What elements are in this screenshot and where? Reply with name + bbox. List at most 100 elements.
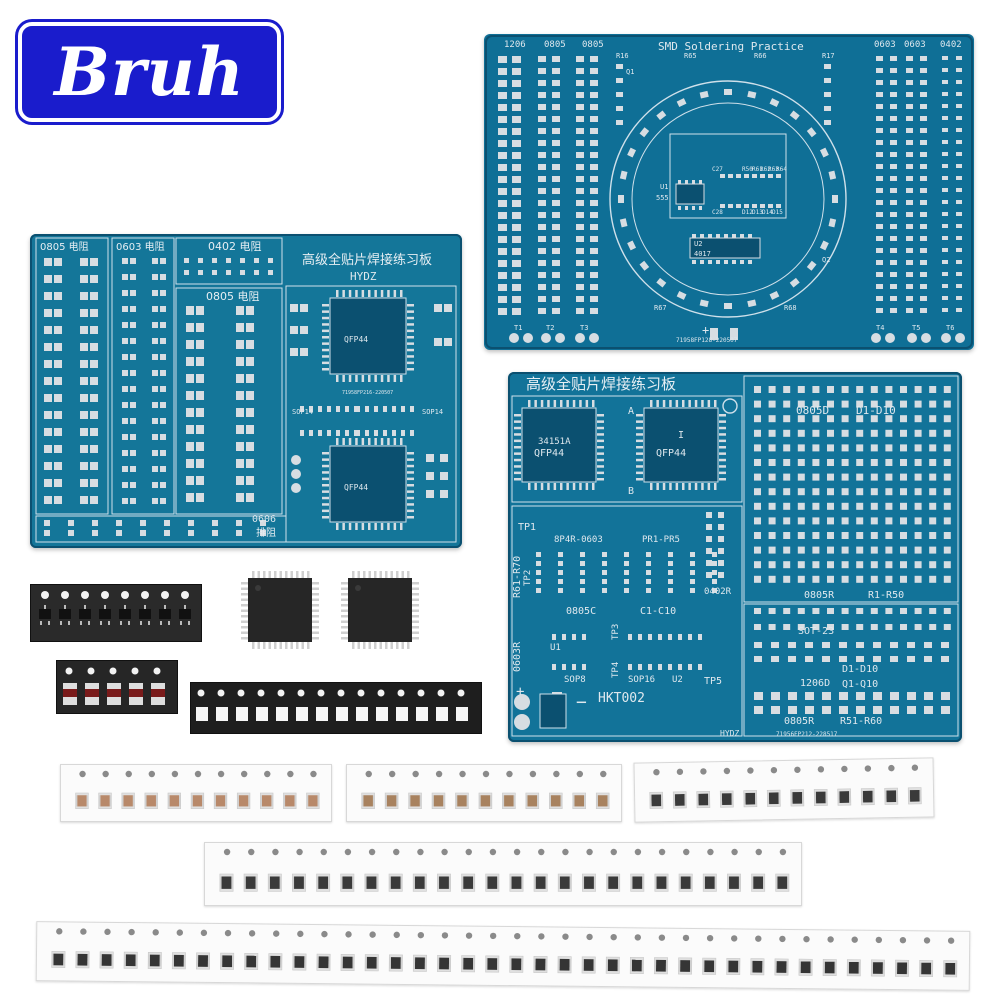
center-label: R61 [752, 166, 763, 173]
capacitor-tape-strip [346, 764, 622, 822]
brand-mark: HYDZ [720, 729, 739, 738]
edge-label: T6 [946, 324, 954, 332]
region-label: D1-D10 [856, 404, 896, 417]
region-label: C1-C10 [640, 606, 676, 617]
region-label: Q1-Q10 [842, 679, 878, 690]
size-label: 0805 [544, 40, 566, 50]
region-label: R1-R50 [868, 590, 904, 601]
size-label: 1206 [504, 40, 526, 50]
plus-sign: + [702, 323, 709, 337]
diode-tape-strip [56, 660, 178, 714]
edge-label: T1 [514, 324, 522, 332]
center-label: U2 [694, 240, 702, 248]
pcb-left-practice-board: 高级全贴片焊接练习板 HYDZ 0805 电阻 0603 电阻 0402 电阻 … [30, 234, 462, 548]
minus-sign: − [576, 692, 587, 713]
center-label: 4017 [694, 250, 711, 258]
center-label: U1 [660, 183, 668, 191]
region-label: 8P4R-0603 [554, 535, 603, 545]
chip-label: QFP44 [344, 335, 368, 344]
region-label: 1206D [800, 678, 830, 689]
region-label: 0805C [566, 606, 596, 617]
capacitor-tape-strip [60, 764, 332, 822]
pcb-smd-soldering-practice: 1206 0805 0805 0603 0603 0402 SMD Solder… [484, 34, 974, 350]
center-label: C27 [712, 166, 723, 173]
region-label: TP4 [611, 662, 621, 678]
resistor-tape-strip [204, 842, 802, 906]
center-label: R62 [760, 166, 771, 173]
chip-label: QFP44 [534, 448, 564, 459]
qfp44-chip [338, 568, 422, 652]
size-label: 0402 [940, 40, 962, 50]
center-label: 555 [656, 194, 669, 202]
region-label: U2 [672, 675, 683, 685]
qfp44-chip [238, 568, 322, 652]
edge-label: T5 [912, 324, 920, 332]
brand-label: Bruh [54, 33, 245, 111]
board-code: HKT002 [598, 691, 645, 706]
center-label: Q1 [626, 68, 634, 76]
region-label: SOT-23 [798, 626, 834, 637]
edge-label: R17 [822, 52, 835, 60]
region-label: 0402R [704, 587, 732, 597]
chip-label: QFP44 [344, 483, 368, 492]
sop-label: SOP14 [292, 408, 313, 416]
size-label: 0603 [904, 40, 926, 50]
brand-badge: Bruh [18, 22, 281, 122]
chip-label: QFP44 [656, 448, 686, 459]
region-label: PR1-PR5 [642, 535, 680, 545]
region-label: 0603R [512, 641, 523, 672]
plus-sign: + [516, 684, 524, 700]
region-label: SOP8 [564, 675, 586, 685]
part-number: 71958FP128-220507 [676, 337, 738, 344]
edge-label: T2 [546, 324, 554, 332]
region-label: SOP16 [628, 675, 655, 685]
section-label: 0603 电阻 [116, 240, 165, 253]
edge-label: R67 [654, 304, 667, 312]
edge-label: T4 [876, 324, 884, 332]
region-label: D1-D10 [842, 664, 878, 675]
led-tape-strip [190, 682, 482, 734]
resistor-tape-strip [35, 921, 971, 991]
region-label: TP5 [704, 676, 722, 687]
center-label: R63 [768, 166, 779, 173]
part-number: 71958FP216-220507 [342, 390, 393, 396]
sot23-tape-strip [30, 584, 202, 642]
region-label: TP2 [523, 570, 533, 586]
part-number: 71956FP212-228517 [776, 731, 838, 738]
resistor-tape-strip [633, 757, 935, 823]
section-label: 0805 电阻 [206, 290, 260, 303]
board-title: SMD Soldering Practice [658, 40, 804, 53]
region-label: R61-R70 [512, 556, 523, 598]
region-label: 0805D [796, 404, 829, 417]
chip-corner: B [628, 486, 634, 497]
edge-label: R68 [784, 304, 797, 312]
region-label: 0805R [784, 716, 815, 727]
size-label: 0805 [582, 40, 604, 50]
region-label: 0805R [804, 590, 835, 601]
edge-label: T3 [580, 324, 588, 332]
board-title: 高级全贴片焊接练习板 [302, 252, 432, 268]
edge-label: R16 [616, 52, 629, 60]
center-label: D15 [772, 209, 783, 216]
section-label: 0805 电阻 [40, 240, 89, 253]
center-label: D14 [762, 209, 773, 216]
pcb-hkt002-board: 高级全贴片焊接练习板 34151A QFP44 A I QFP44 B 0805… [508, 372, 962, 742]
edge-label: R66 [754, 52, 767, 60]
chip-corner: A [628, 406, 634, 417]
board-subtitle: HYDZ [350, 270, 377, 283]
center-label: Q2 [822, 256, 830, 264]
center-label: D12 [742, 209, 753, 216]
section-label: 0402 电阻 [208, 240, 262, 253]
center-label: R50 [742, 166, 753, 173]
region-label: R51-R60 [840, 716, 882, 727]
edge-label: R65 [684, 52, 697, 60]
region-label: TP1 [518, 522, 536, 533]
size-label: 0603 [874, 40, 896, 50]
region-label: U1 [550, 643, 561, 653]
center-label: D13 [752, 209, 763, 216]
board-title: 高级全贴片焊接练习板 [526, 375, 676, 393]
bottom-label: 0606 [252, 514, 276, 525]
center-label: R64 [776, 166, 787, 173]
region-label: TP3 [611, 624, 621, 640]
sop-label: SOP14 [422, 408, 443, 416]
